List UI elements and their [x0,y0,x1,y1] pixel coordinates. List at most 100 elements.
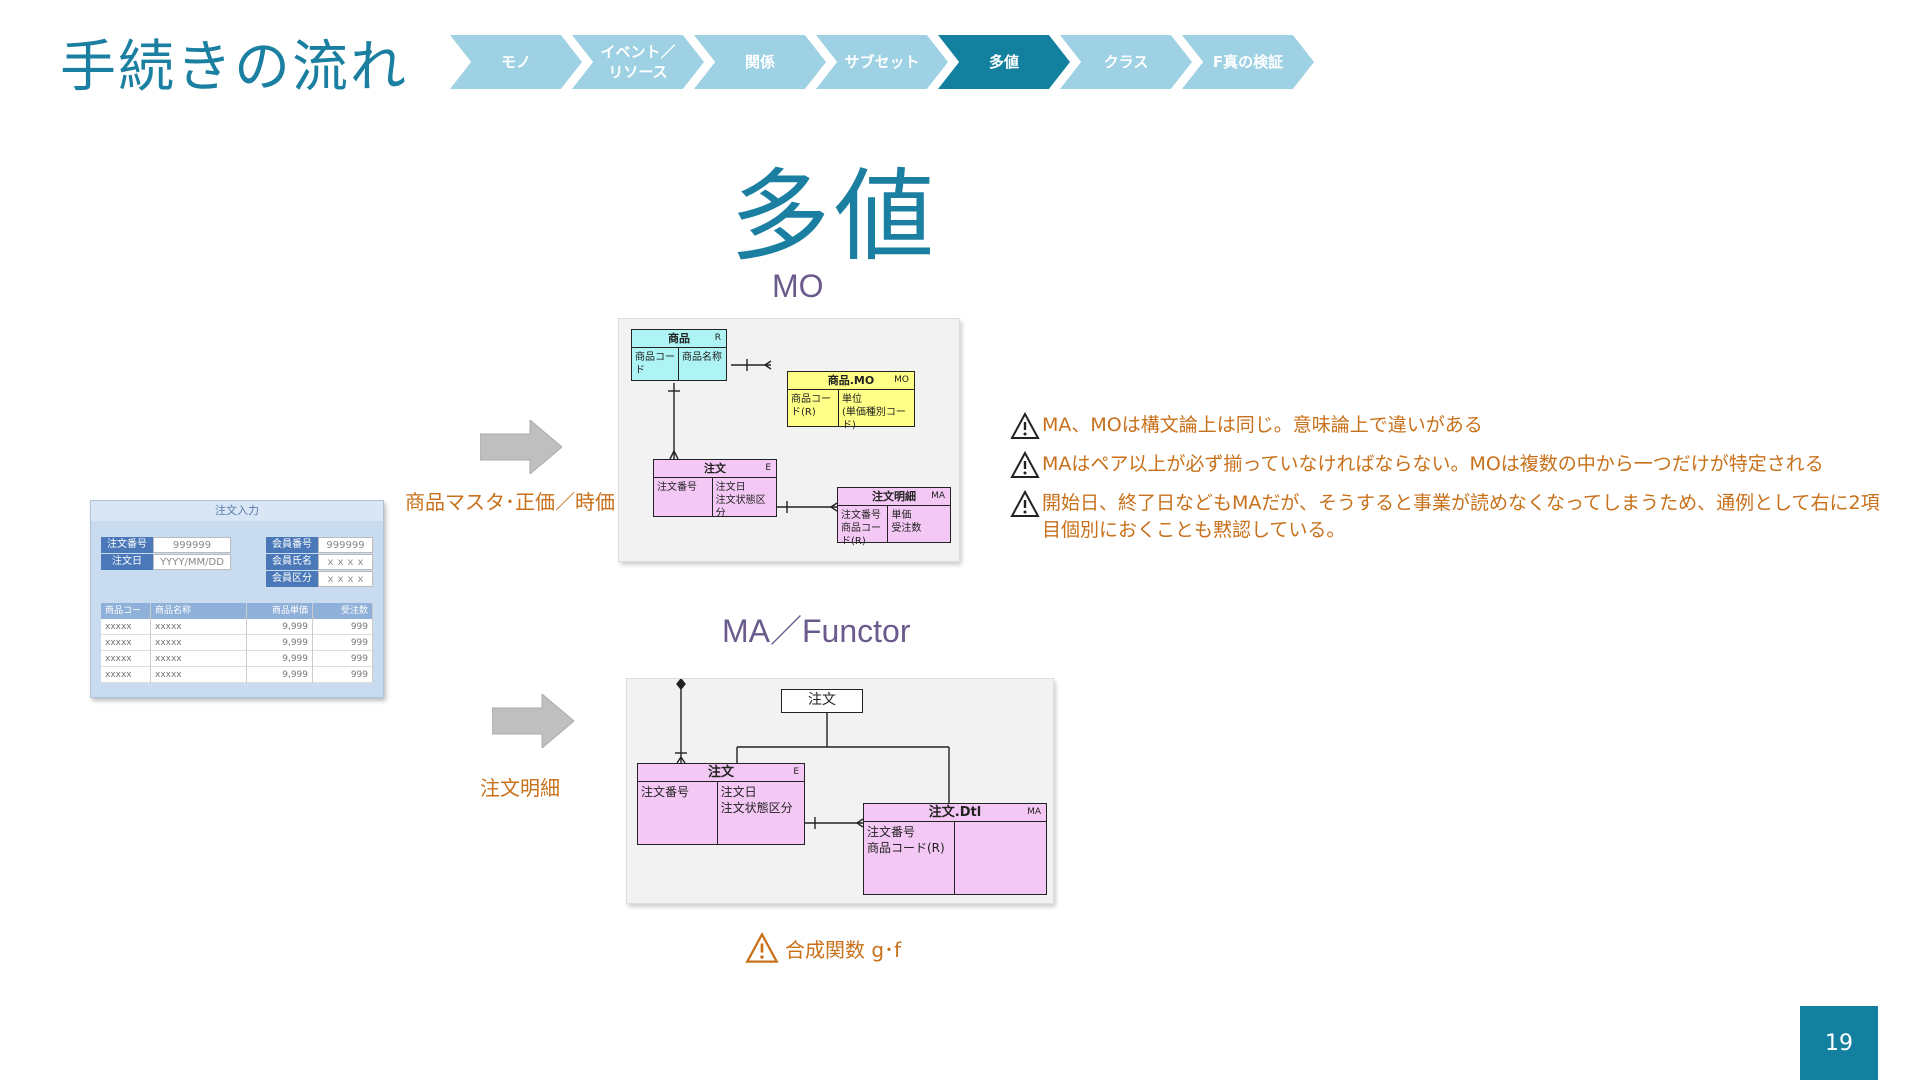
entity-tag: E [765,463,771,473]
form-table: 商品コード 商品名称 商品単価 受注数 xxxxx xxxxx 9,999 99… [101,603,373,683]
entity-tag: E [793,767,799,777]
entity-name: 商品 [668,332,690,345]
entity-order-header[interactable]: 注文 [781,689,863,713]
entity-order[interactable]: 注文 E 注文番号注文日 注文状態区分 [653,459,777,519]
entity-key: 商品コード [632,348,679,380]
form-field-value: ｘｘｘｘ [318,554,373,570]
table-cell: 9,999 [247,651,313,667]
mo-relationship-lines [668,359,838,513]
ma-arrow-label: 注文明細 [480,776,560,800]
table-cell: 9,999 [247,635,313,651]
entity-key: 注文番号 商品コード(R) [864,822,955,894]
entity-order-detail[interactable]: 注文明細 MA 注文番号 商品コード(R)単価 受注数 [837,487,951,547]
table-cell: xxxxx [151,635,247,651]
entity-attrs [955,822,961,894]
entity-tag: MO [894,375,909,385]
form-field-value: 999999 [318,537,373,553]
entity-key: 注文番号 商品コード(R) [838,506,889,547]
form-field-label: 会員氏名 [266,554,318,570]
table-cell: 999 [313,651,373,667]
footnote-text: 合成関数 g･f [785,937,902,962]
warning-icon [1010,490,1040,517]
entity-attrs: 注文日 注文状態区分 [715,482,766,519]
table-cell: xxxxx [101,619,151,635]
table-cell: xxxxx [101,651,151,667]
mo-label: MO [772,268,824,304]
table-cell: xxxxx [101,635,151,651]
entity-attrs: 単位 (単価種別コード) [842,394,906,431]
step-subset[interactable]: サブセット [816,35,948,89]
entity-order[interactable]: 注文 E 注文番号注文日 注文状態区分 [637,763,805,845]
entity-tag: MA [931,491,945,501]
ma-functor-label: MA／Functor [722,613,911,649]
step-multivalue[interactable]: 多値 [938,35,1070,89]
table-cell: xxxxx [151,619,247,635]
table-header: 商品コード 商品名称 商品単価 受注数 [101,603,373,632]
note-item: 開始日、終了日などもMAだが、そうすると事業が読めなくなってしまうため、通例とし… [1010,490,1890,543]
form-title: 注文入力 [91,501,383,521]
note-text: 開始日、終了日などもMAだが、そうすると事業が読めなくなってしまうため、通例とし… [1042,492,1880,541]
step-f-truth-verification[interactable]: F真の検証 [1182,35,1314,89]
order-input-form: 注文入力 注文番号 999999 注文日 YYYY/MM/DD 会員番号 999… [90,500,384,698]
column-header: 商品名称 [151,603,247,619]
page-number: 19 [1800,1006,1878,1080]
note-text: MA、MOは構文論上は同じ。意味論上で違いがある [1042,414,1483,436]
step-class[interactable]: クラス [1060,35,1192,89]
arrow-right-icon [492,694,574,748]
entity-attrs: 商品名称 [682,352,722,363]
ma-relationship-lines [675,679,950,829]
table-row: xxxxx xxxxx 9,999 999 [101,619,373,635]
column-header: 受注数 [313,603,373,619]
section-title: 多値 [730,158,938,275]
arrow-right-icon [480,420,562,474]
form-field-label: 注文日 [101,554,153,570]
table-cell: 999 [313,635,373,651]
warning-icon [1010,451,1040,478]
entity-order-dtl[interactable]: 注文.Dtl MA 注文番号 商品コード(R) [863,803,1047,895]
form-field-value: YYYY/MM/DD [153,554,231,570]
entity-tag: R [714,333,721,343]
mo-er-diagram: 商品 R 商品コード商品名称 商品.MO MO 商品コード(R)単位 (単価種別コー… [618,318,960,562]
table-cell: 999 [313,667,373,683]
form-field-value: 999999 [153,537,231,553]
note-text: MAはペア以上が必ず揃っていなければならない。MOは複数の中から一つだけが特定さ… [1042,453,1824,475]
ma-er-diagram: 注文 注文 E 注文番号注文日 注文状態区分 注文.Dtl MA 注文番号 商品コー… [626,678,1054,904]
table-row: xxxxx xxxxx 9,999 999 [101,667,373,683]
note-item: MAはペア以上が必ず揃っていなければならない。MOは複数の中から一つだけが特定さ… [1010,451,1890,479]
form-field-value: ｘｘｘｘ [318,571,373,587]
entity-attrs: 単価 受注数 [891,510,922,534]
page-title: 手続きの流れ [60,35,408,100]
footnote: 合成関数 g･f [745,932,901,964]
table-cell: 9,999 [247,619,313,635]
column-header: 商品コード [101,603,151,632]
table-row: xxxxx xxxxx 9,999 999 [101,651,373,667]
entity-tag: MA [1027,807,1041,817]
form-field-label: 会員区分 [266,571,318,587]
table-cell: xxxxx [101,667,151,683]
warning-icon [745,932,779,963]
step-mono[interactable]: モノ [450,35,582,89]
entity-product[interactable]: 商品 R 商品コード商品名称 [631,329,727,381]
step-event-resource[interactable]: イベント／ リソース [572,35,704,89]
process-steps: モノ イベント／ リソース 関係 サブセット 多値 クラス F真の検証 [450,35,1320,89]
entity-key: 注文番号 [638,782,718,844]
entity-key: 商品コード(R) [788,390,840,426]
entity-name: 注文 [707,765,734,780]
entity-name: 注文 [704,462,726,475]
table-row: xxxxx xxxxx 9,999 999 [101,635,373,651]
entity-product-mo[interactable]: 商品.MO MO 商品コード(R)単位 (単価種別コード) [787,371,915,431]
step-relation[interactable]: 関係 [694,35,826,89]
entity-name: 注文.Dtl [928,805,982,820]
notes: MA、MOは構文論上は同じ。意味論上で違いがある MAはペア以上が必ず揃っていな… [1010,412,1890,554]
table-cell: 999 [313,619,373,635]
entity-attrs: 注文日 注文状態区分 [720,785,793,815]
column-header: 商品単価 [247,603,313,619]
note-item: MA、MOは構文論上は同じ。意味論上で違いがある [1010,412,1890,440]
mo-arrow-label: 商品マスタ･正価／時価 [405,490,615,514]
entity-name: 注文明細 [872,490,916,503]
entity-name: 商品.MO [827,374,875,387]
entity-key: 注文番号 [654,478,713,516]
form-field-label: 会員番号 [266,537,318,553]
table-cell: xxxxx [151,667,247,683]
warning-icon [1010,412,1040,439]
